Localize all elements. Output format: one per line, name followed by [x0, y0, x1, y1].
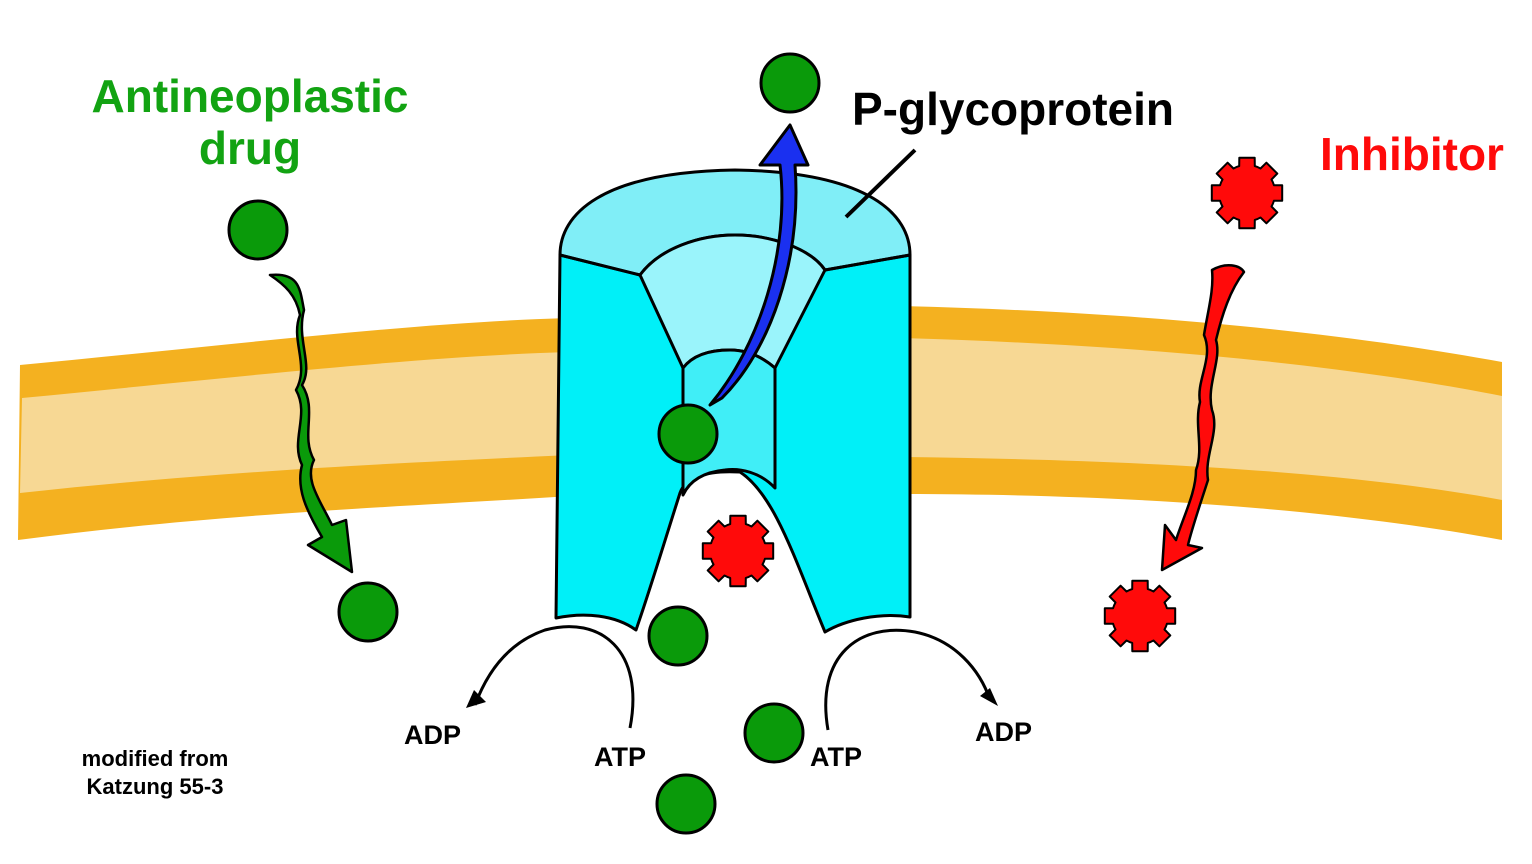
atp-label-left: ATP: [594, 742, 646, 772]
adp-label-right: ADP: [975, 717, 1033, 747]
efflux-arrow: [708, 123, 810, 407]
drug-label: Antineoplastic drug: [60, 70, 440, 174]
drug-label-line1: Antineoplastic: [91, 70, 409, 122]
atp-label-right: ATP: [810, 742, 862, 772]
inhibitor-molecule-bound: [701, 514, 775, 588]
inhibitor-molecule-inside: [1103, 579, 1177, 653]
inhibitor-molecule-outside: [1210, 156, 1284, 230]
pgp-pointer-line: [844, 148, 917, 219]
source-credit: modified from Katzung 55-3: [70, 745, 240, 801]
drug-diffusion-arrow: [268, 273, 354, 574]
inhibitor-label: Inhibitor: [1320, 128, 1504, 180]
drug-molecule-outside: [227, 199, 289, 261]
drug-molecule-inside: [337, 581, 399, 643]
credit-line2: Katzung 55-3: [86, 774, 224, 799]
drug-molecule-in-pump: [657, 403, 719, 465]
drug-molecule-effluxed: [759, 52, 821, 114]
atp-adp-arrowhead-right: [980, 688, 998, 706]
atp-adp-arrow-left: [473, 625, 635, 729]
cell-membrane-left: [18, 318, 565, 540]
drug-label-line2: drug: [198, 122, 302, 174]
drug-molecule-inside: [647, 605, 709, 667]
adp-label-left: ADP: [404, 720, 462, 750]
pgp-label: P-glycoprotein: [852, 83, 1175, 135]
drug-molecule-inside: [655, 773, 717, 835]
atp-adp-arrow-right: [824, 628, 992, 731]
drug-molecule-inside: [743, 702, 805, 764]
inhibitor-diffusion-arrow: [1160, 264, 1246, 572]
atp-adp-arrowhead-left: [466, 690, 486, 708]
credit-line1: modified from: [81, 746, 229, 771]
